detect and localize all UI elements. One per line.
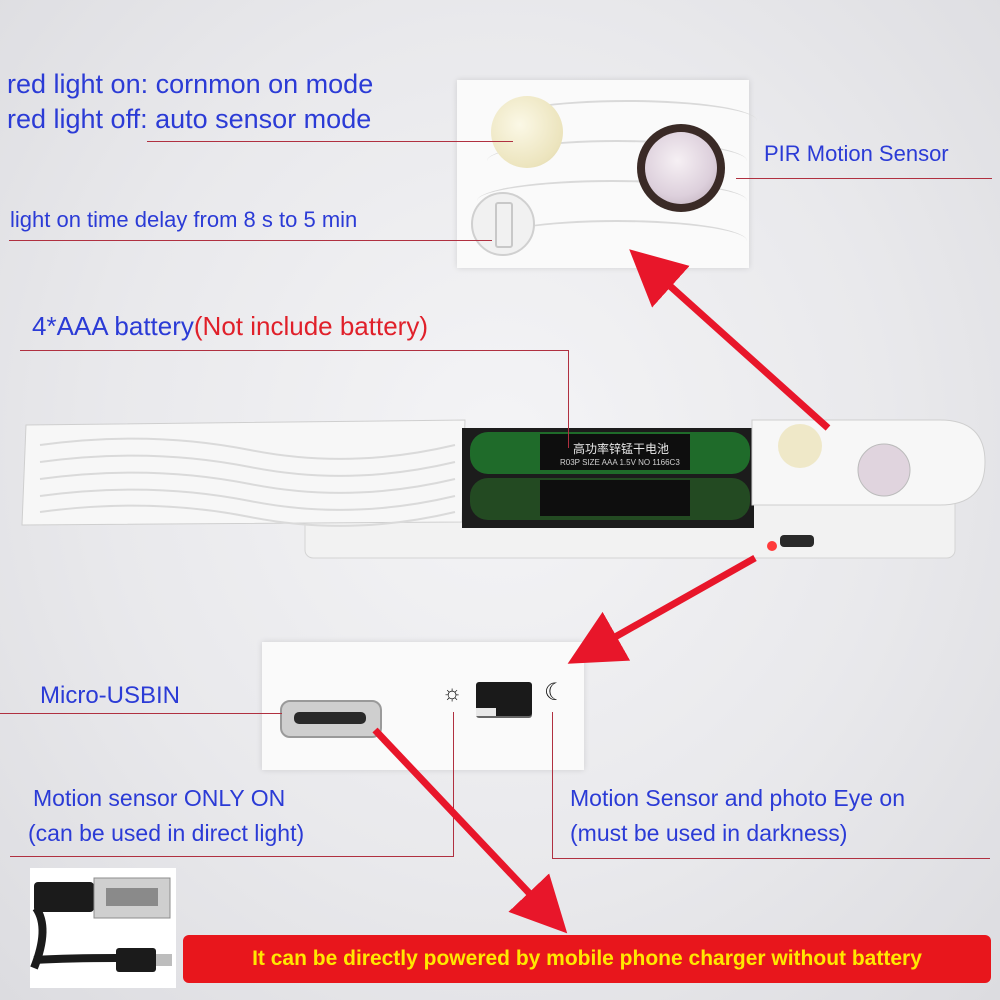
pir-lens-closeup bbox=[637, 124, 725, 212]
label-sensor-only-2: (can be used in direct light) bbox=[28, 820, 305, 846]
callout-line-sensor-only-v bbox=[453, 712, 454, 856]
usb-cable-icon bbox=[30, 868, 176, 988]
callout-line-photo-eye-v bbox=[552, 712, 553, 858]
callout-line-battery-h bbox=[20, 350, 568, 351]
label-photo-eye-2: (must be used in darkness) bbox=[570, 820, 848, 846]
callout-line-red-light bbox=[147, 141, 513, 142]
label-time-delay: light on time delay from 8 s to 5 min bbox=[10, 207, 358, 232]
callout-line-pir bbox=[736, 178, 992, 179]
indicator-led bbox=[491, 96, 563, 168]
label-photo-eye-1: Motion Sensor and photo Eye on bbox=[570, 785, 906, 811]
time-delay-knob[interactable] bbox=[471, 192, 535, 256]
label-pir: PIR Motion Sensor bbox=[764, 141, 949, 166]
callout-line-battery-v bbox=[568, 350, 569, 448]
sun-icon: ☼ bbox=[442, 680, 463, 705]
arrow-to-banner bbox=[372, 727, 568, 934]
battery-brand-label: 高功率锌锰干电池 bbox=[573, 442, 670, 456]
arrow-to-switch-closeup bbox=[567, 554, 757, 664]
battery-prefix: 4*AAA battery bbox=[32, 311, 194, 341]
mode-switch[interactable] bbox=[476, 682, 532, 716]
moon-icon: ☾ bbox=[544, 679, 566, 706]
device-body bbox=[21, 419, 986, 559]
battery-spec-label: R03P SIZE AAA 1.5V NO 1166C3 bbox=[560, 458, 680, 467]
footer-banner: It can be directly powered by mobile pho… bbox=[183, 935, 991, 983]
switch-closeup-panel: ☼ ☾ bbox=[262, 642, 584, 770]
label-micro-usb: Micro-USBIN bbox=[40, 682, 181, 709]
battery-note: (Not include battery) bbox=[193, 311, 428, 341]
label-battery: 4*AAA battery(Not include battery) bbox=[32, 311, 428, 342]
callout-line-usb bbox=[0, 713, 282, 714]
sensor-closeup-panel bbox=[457, 80, 757, 268]
label-red-light-off: red light off: auto sensor mode bbox=[7, 104, 372, 134]
callout-line-sensor-only-h bbox=[10, 856, 454, 857]
callout-line-photo-eye-h bbox=[552, 858, 990, 859]
callout-line-time-delay bbox=[9, 240, 492, 241]
micro-usb-port bbox=[280, 700, 382, 738]
arrow-to-sensor-closeup bbox=[629, 249, 831, 431]
label-sensor-only-1: Motion sensor ONLY ON bbox=[33, 785, 286, 811]
label-red-light-on: red light on: cornmon on mode bbox=[7, 69, 374, 99]
